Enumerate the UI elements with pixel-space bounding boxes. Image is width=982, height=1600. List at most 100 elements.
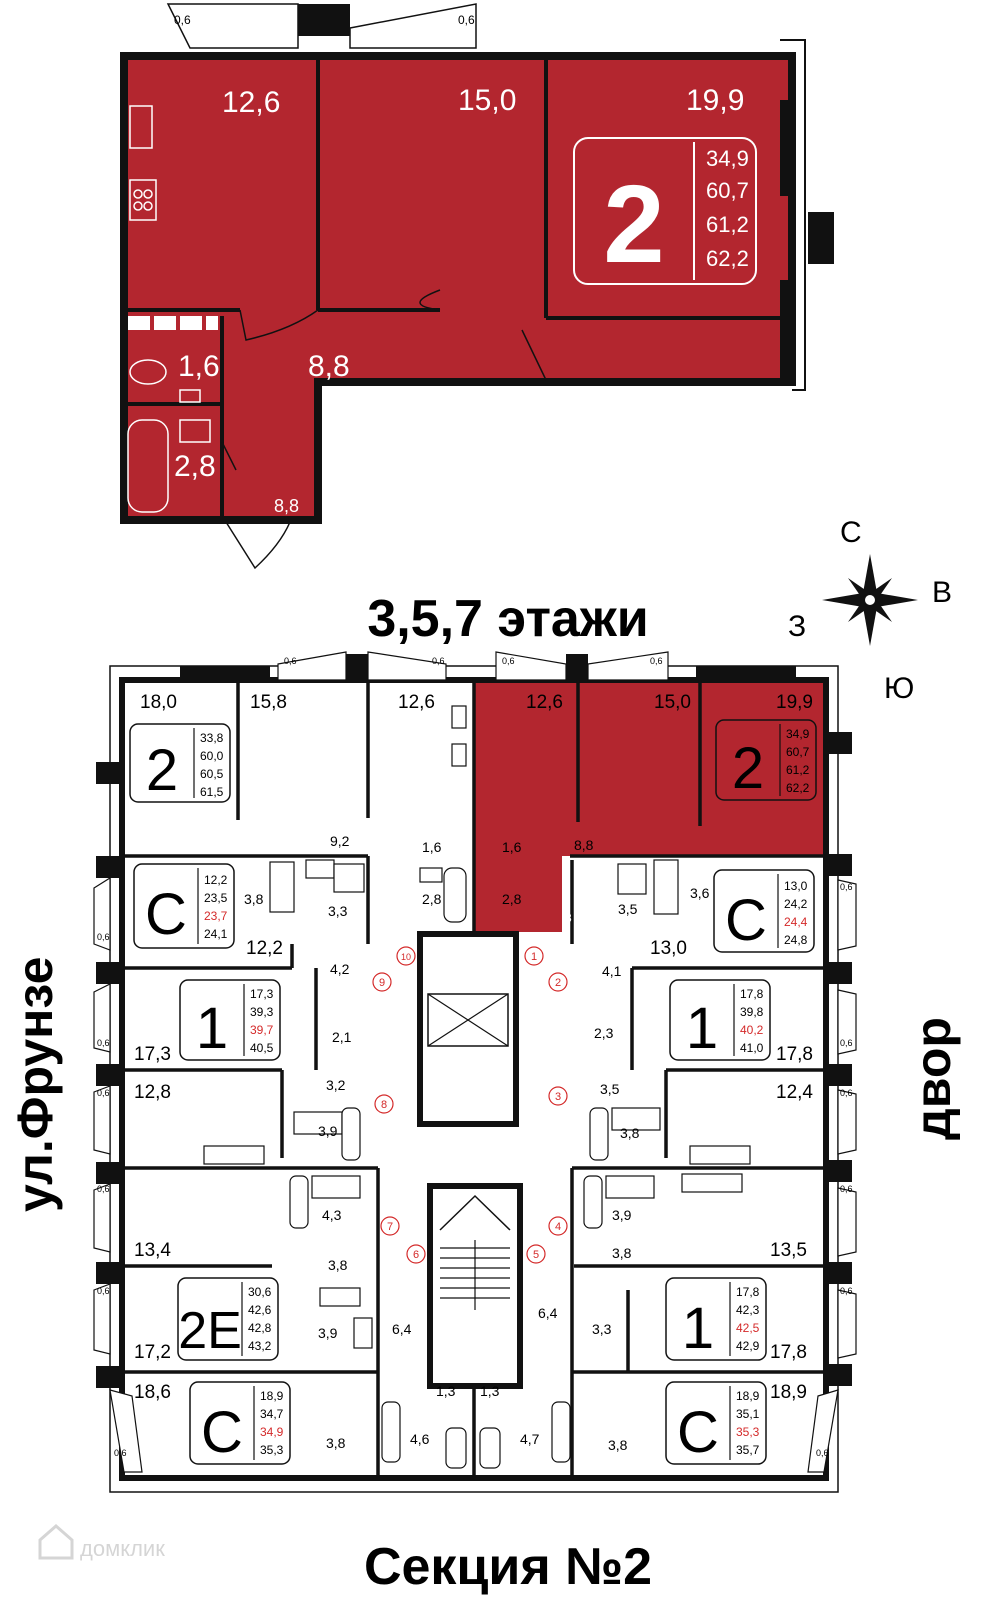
room-area-label: 9,2 bbox=[330, 833, 350, 849]
outer-wall bbox=[120, 52, 796, 524]
svg-text:17,8: 17,8 bbox=[740, 987, 764, 1001]
apartment-badges: 2 33,8 60,0 60,5 61,5 2 34,9 60,7 61,2 6… bbox=[129, 719, 817, 1465]
room-area-label: 15,8 bbox=[250, 692, 287, 713]
svg-text:39,8: 39,8 bbox=[740, 1005, 764, 1019]
badge-room-count: С bbox=[201, 1400, 243, 1465]
badge-area-living: 34,9 bbox=[706, 146, 749, 171]
room-area-label: 3,5 bbox=[618, 901, 638, 917]
badge-room-count: С bbox=[145, 882, 187, 947]
badge-room-count: 2 bbox=[732, 736, 764, 801]
svg-text:30,6: 30,6 bbox=[248, 1285, 272, 1299]
room-area-label: 13,4 bbox=[134, 1240, 171, 1261]
room-area-label: 17,8 bbox=[776, 1044, 813, 1065]
stove-icon bbox=[269, 861, 295, 913]
stove-icon bbox=[319, 1287, 361, 1307]
svg-text:40,2: 40,2 bbox=[740, 1023, 764, 1037]
compass-west: З bbox=[788, 610, 806, 643]
apartment-badge: 1 17,8 39,8 40,2 41,0 bbox=[669, 979, 771, 1061]
balcony-area-label: 0,6 bbox=[502, 656, 515, 666]
svg-text:34,9: 34,9 bbox=[260, 1425, 284, 1439]
compass-south: Ю bbox=[884, 672, 914, 705]
room-area-label: 8 bbox=[565, 911, 572, 925]
window-pier bbox=[780, 280, 792, 380]
section-label: Секция №2 bbox=[364, 1538, 652, 1596]
svg-text:33,8: 33,8 bbox=[200, 731, 224, 745]
room-area-label: 13,5 bbox=[770, 1240, 807, 1261]
pillar-right bbox=[808, 212, 834, 264]
apartment-badge: 1 17,3 39,3 39,7 40,5 bbox=[179, 979, 281, 1061]
room-area-label: 3,3 bbox=[592, 1321, 612, 1337]
balconies bbox=[166, 3, 477, 49]
room-area-label: 4,2 bbox=[330, 961, 350, 977]
svg-text:1: 1 bbox=[531, 951, 537, 963]
door-markers: 1 2 3 4 5 6 7 8 9 10 bbox=[372, 946, 568, 1264]
room-area-label: 1,3 bbox=[436, 1383, 456, 1399]
svg-text:4: 4 bbox=[555, 1221, 561, 1233]
balcony-area-label: 0,6 bbox=[840, 882, 853, 892]
room-area-label: 2,8 bbox=[422, 891, 442, 907]
interior-walls bbox=[122, 680, 826, 1478]
balcony-area-label: 0,6 bbox=[840, 1184, 853, 1194]
highlighted-apartment bbox=[474, 680, 826, 932]
balcony-area-label: 0,6 bbox=[97, 932, 110, 942]
door-marker: 1 bbox=[524, 946, 544, 966]
badge-room-count: 2Е bbox=[178, 1302, 242, 1360]
bathtub-icon bbox=[443, 867, 467, 923]
badge-area-total: 60,7 bbox=[706, 178, 749, 203]
door-marker: 7 bbox=[380, 1216, 400, 1236]
sink-icon bbox=[353, 1317, 373, 1349]
balcony-area-label: 0,6 bbox=[816, 1448, 829, 1458]
svg-text:6: 6 bbox=[413, 1249, 419, 1261]
balcony-area-label: 0,6 bbox=[650, 656, 663, 666]
room-area-label: 12,8 bbox=[134, 1082, 171, 1103]
room-area-label: 3,9 bbox=[612, 1207, 632, 1223]
svg-text:61,5: 61,5 bbox=[200, 785, 224, 799]
section-floor-plan: 0,6 0,6 0,6 0,6 0,6 0,6 0,6 0,6 0,6 0,6 … bbox=[93, 651, 857, 1493]
badge-room-count: 2 bbox=[603, 163, 664, 286]
apartment-badge: 1 17,8 42,3 42,5 42,9 bbox=[665, 1277, 767, 1361]
watermark-text: домклик bbox=[80, 1536, 165, 1561]
svg-text:60,5: 60,5 bbox=[200, 767, 224, 781]
room-area-label: 18,9 bbox=[770, 1382, 807, 1403]
door-marker: 10 bbox=[396, 946, 416, 966]
svg-text:35,3: 35,3 bbox=[260, 1443, 284, 1457]
svg-text:42,8: 42,8 bbox=[248, 1321, 272, 1335]
bathtub-icon bbox=[551, 1401, 571, 1463]
bathtub-icon bbox=[381, 1401, 401, 1463]
window-pier bbox=[780, 100, 792, 196]
balcony-area-label: 0,6 bbox=[840, 1286, 853, 1296]
svg-text:17,3: 17,3 bbox=[250, 987, 274, 1001]
svg-text:42,5: 42,5 bbox=[736, 1321, 760, 1335]
balcony-area-label: 0,6 bbox=[174, 13, 191, 27]
svg-text:18,9: 18,9 bbox=[736, 1389, 760, 1403]
room-area-label: 8,8 bbox=[574, 837, 594, 853]
room-area-bathroom: 2,8 bbox=[174, 450, 216, 483]
badge-room-count: 2 bbox=[146, 738, 178, 803]
toilet-icon bbox=[129, 359, 167, 385]
stove-icon bbox=[689, 1145, 751, 1165]
room-area-middle: 15,0 bbox=[458, 84, 516, 117]
apartment-badge: 2 34,9 60,7 61,2 62,2 bbox=[573, 137, 757, 286]
room-area-label: 4,7 bbox=[520, 1431, 540, 1447]
room-area-label: 2,3 bbox=[594, 1025, 614, 1041]
svg-text:18,9: 18,9 bbox=[260, 1389, 284, 1403]
room-area-label: 3,8 bbox=[620, 1125, 640, 1141]
door-marker: 9 bbox=[372, 972, 392, 992]
room-area-label: 3,8 bbox=[326, 1435, 346, 1451]
svg-text:34,7: 34,7 bbox=[260, 1407, 284, 1421]
vent-blocks bbox=[128, 316, 218, 330]
room-area-label: 13,0 bbox=[650, 938, 687, 959]
svg-text:24,2: 24,2 bbox=[784, 897, 808, 911]
balcony-area-label: 0,6 bbox=[97, 1038, 110, 1048]
street-label-right: двор bbox=[905, 1017, 961, 1140]
svg-text:42,3: 42,3 bbox=[736, 1303, 760, 1317]
room-area-label: 15,0 bbox=[654, 692, 691, 713]
bathtub-icon bbox=[445, 1427, 467, 1469]
apartment-badge: 2 34,9 60,7 61,2 62,2 bbox=[715, 719, 817, 801]
svg-text:23,7: 23,7 bbox=[204, 909, 228, 923]
room-area-label: 4,1 bbox=[602, 963, 622, 979]
badge-room-count: С bbox=[725, 888, 767, 953]
svg-text:35,1: 35,1 bbox=[736, 1407, 760, 1421]
room-area-label: 12,4 bbox=[776, 1082, 813, 1103]
